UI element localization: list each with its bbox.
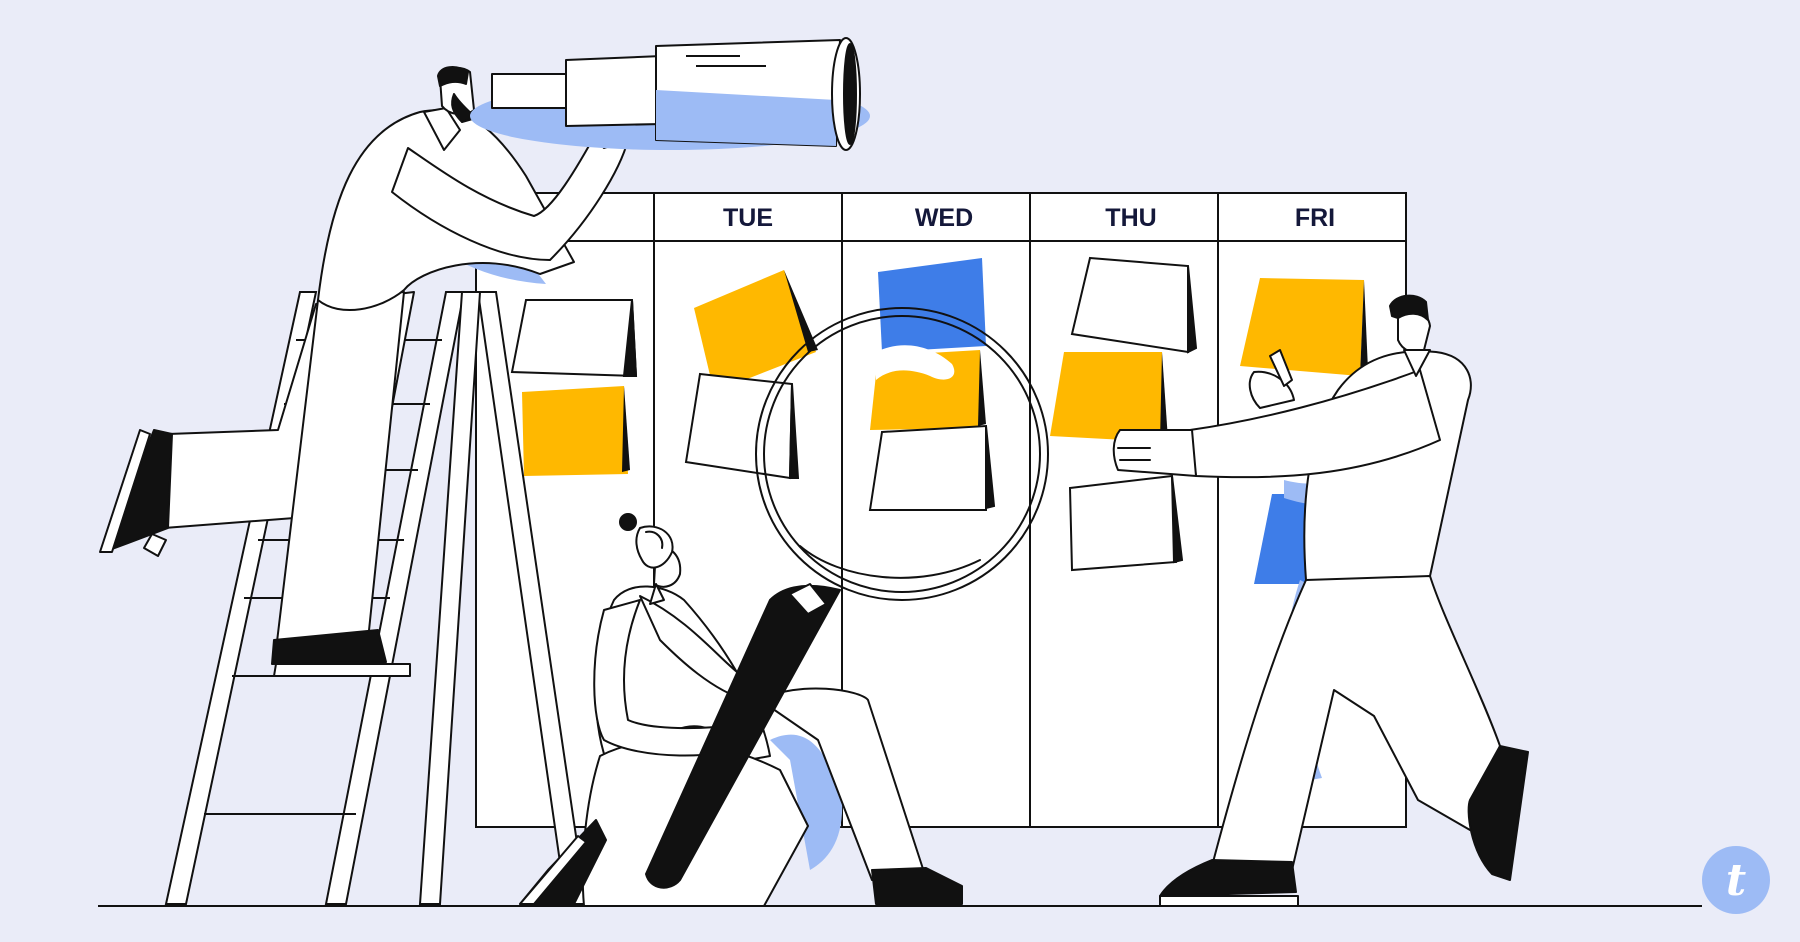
sticky-note: [1068, 474, 1184, 572]
day-header-wed: WED: [915, 204, 973, 232]
logo-circle: [1702, 846, 1770, 914]
sticky-note: [868, 424, 996, 511]
sticky-notes: [510, 256, 1368, 584]
brand-logo: t: [1702, 846, 1770, 914]
woman-with-magnifying-glass: [519, 513, 963, 907]
sticky-note: [1050, 352, 1168, 442]
sticky-note: [1070, 256, 1198, 354]
sticky-note: [1254, 494, 1320, 584]
sticky-note: [522, 386, 630, 476]
man-with-telescope-on-ladder: [99, 66, 629, 677]
sticky-note: [694, 270, 818, 392]
magnifying-glass-icon: [645, 307, 1049, 889]
day-header-tue: TUE: [723, 204, 773, 232]
day-header-thu: THU: [1105, 204, 1156, 232]
man-placing-sticky-note: [1112, 294, 1529, 907]
day-headers: TUE WED THU FRI: [723, 204, 1335, 232]
telescope-icon: [470, 37, 870, 151]
day-header-fri: FRI: [1295, 204, 1335, 232]
sticky-note: [510, 299, 638, 378]
sticky-note: [1240, 278, 1368, 376]
sticky-note: [684, 372, 800, 480]
logo-letter: t: [1726, 855, 1746, 906]
sticky-note: [878, 258, 986, 352]
